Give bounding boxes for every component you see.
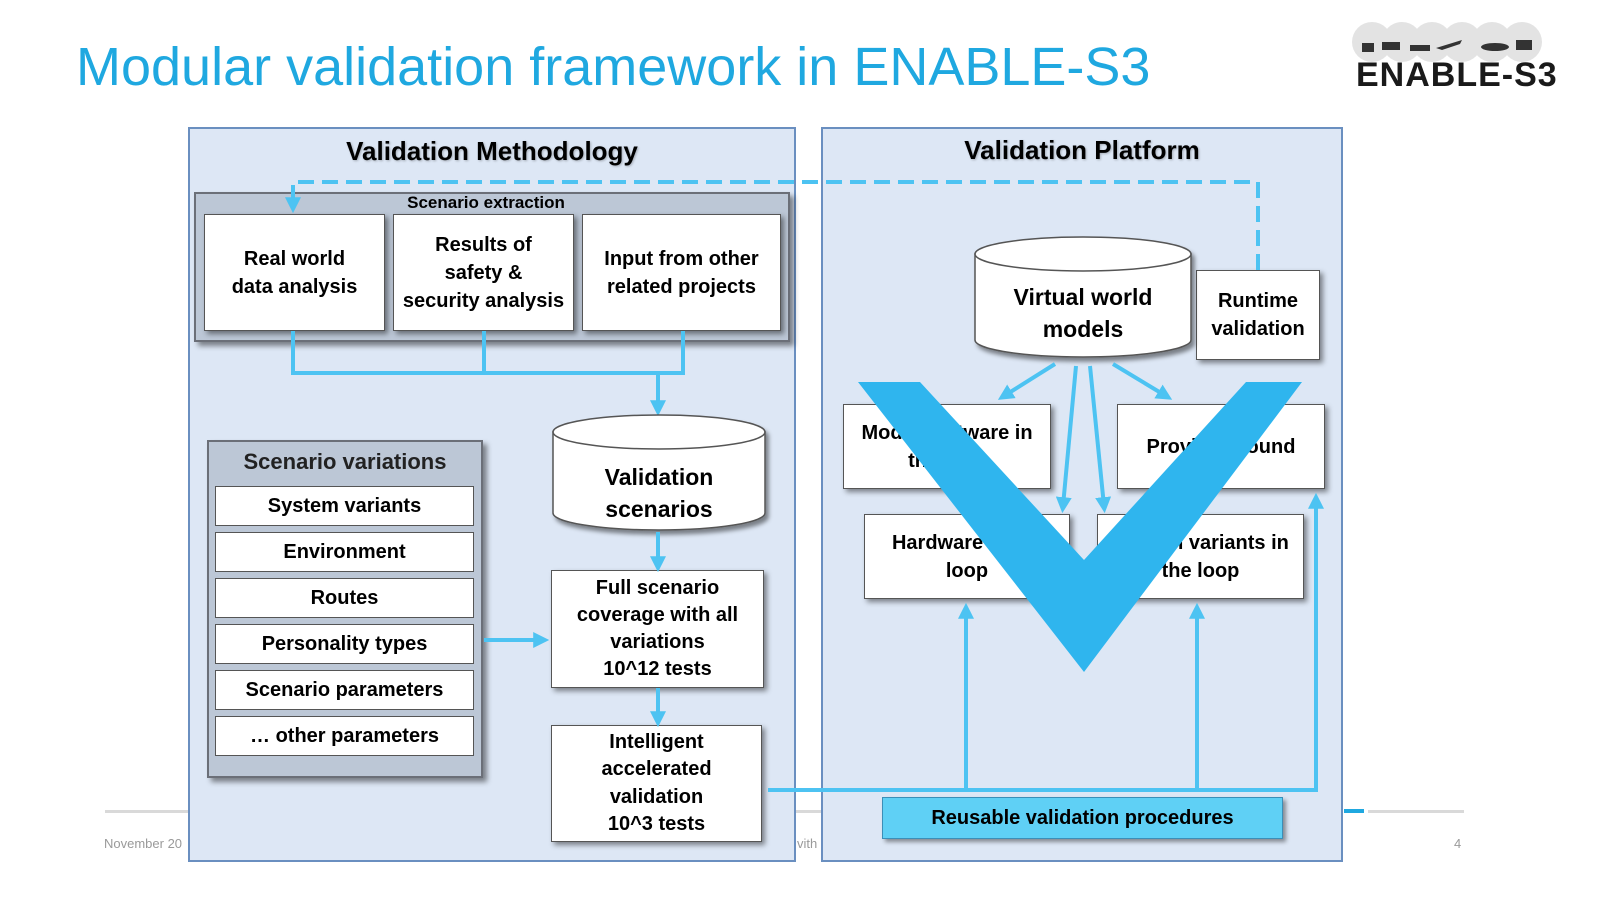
scenario-variations-title: Scenario variations: [243, 449, 447, 474]
logo-vehicles-icon: [1352, 22, 1542, 62]
footer-accent: [1344, 809, 1364, 813]
page-number: 4: [1454, 836, 1462, 851]
footer-middle-text: vith: [797, 836, 818, 851]
variation-item: Scenario parameters: [215, 670, 474, 710]
variation-item: System variants: [215, 486, 474, 526]
validation-scenarios-label: Validation scenarios: [604, 464, 714, 522]
footer-date: November 20: [104, 836, 183, 851]
footer-divider-middle: [796, 810, 822, 813]
enable-s3-logo: ENABLE-S3: [1350, 18, 1557, 98]
feedback-dashed-connector: [285, 180, 1260, 270]
runtime-validation-box: Runtime validation: [1196, 270, 1320, 360]
variation-item: Personality types: [215, 624, 474, 664]
related-projects-box: Input from other related projects: [582, 214, 781, 331]
footer-divider-left: [105, 810, 189, 813]
logo-text: ENABLE-S3: [1356, 56, 1558, 94]
virtual-world-label: Virtual world models: [1013, 284, 1153, 342]
variation-item: Routes: [215, 578, 474, 618]
reusable-procedures-box: Reusable validation procedures: [882, 797, 1283, 839]
full-coverage-box: Full scenario coverage with all variatio…: [551, 570, 764, 688]
safety-security-box: Results of safety & security analysis: [393, 214, 574, 331]
variation-item: Environment: [215, 532, 474, 572]
extraction-merge-connector: [291, 331, 685, 417]
real-world-data-box: Real world data analysis: [204, 214, 385, 331]
virtual-world-connectors: [997, 362, 1173, 514]
methodology-title: Validation Methodology: [346, 136, 638, 166]
platform-title: Validation Platform: [964, 135, 1200, 165]
scenario-extraction-title: Scenario extraction: [407, 193, 565, 212]
variation-item: … other parameters: [215, 716, 474, 756]
virtual-world-cylinder: [974, 236, 1192, 358]
validation-scenarios-cylinder: [552, 414, 766, 531]
footer-divider-right: [1368, 810, 1464, 813]
page-title: Modular validation framework in ENABLE-S…: [76, 37, 1151, 97]
reusable-procedures-connectors: [768, 492, 1324, 792]
v-model-shape: [858, 382, 1302, 672]
